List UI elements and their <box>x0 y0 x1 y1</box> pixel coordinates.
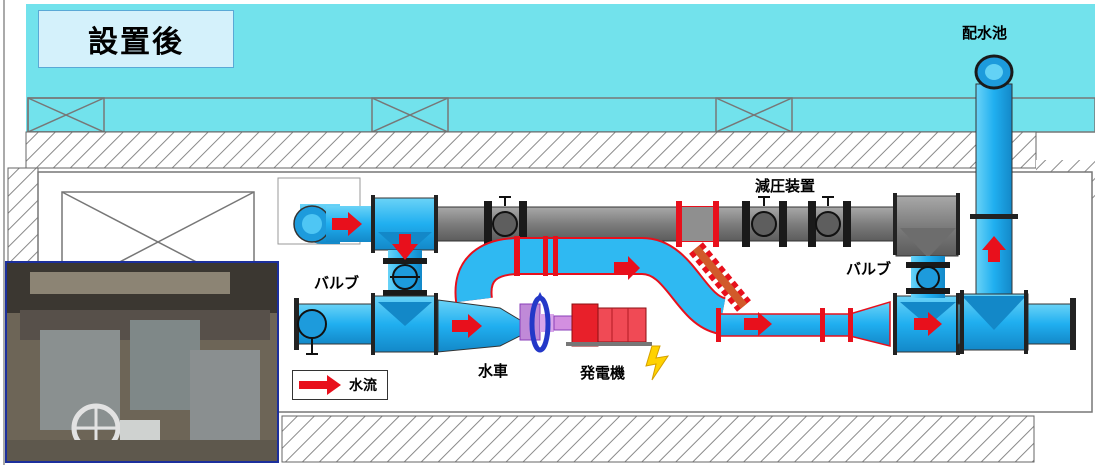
left-wall <box>7 167 39 269</box>
turbine <box>519 292 575 353</box>
left-valve <box>383 258 427 296</box>
inlet-elbow <box>293 204 374 244</box>
page-title: 設置後 <box>38 10 234 68</box>
reservoir-riser <box>959 54 1029 354</box>
gray-valve-1 <box>484 196 527 247</box>
lower-inlet-valve <box>297 309 327 355</box>
right-tee-gray <box>893 193 960 258</box>
flow-arrow <box>614 256 640 280</box>
flow-arrow <box>332 212 362 236</box>
generator-label: 発電機 <box>580 364 626 382</box>
reservoir-label: 配水池 <box>962 24 1008 42</box>
flow-legend: 水流 <box>292 370 388 400</box>
pressure-reducer-label: 減圧装置 <box>755 177 816 195</box>
valve-room-photo <box>7 263 277 461</box>
turbine-loop-pipe <box>454 236 728 335</box>
lightning-icon <box>645 345 670 381</box>
generator <box>566 303 652 347</box>
flow-arrow <box>452 314 482 338</box>
photo-frame <box>5 261 279 463</box>
valve-left-label: バルブ <box>314 274 360 292</box>
diagonal-connector <box>689 242 751 312</box>
flow-arrow <box>392 234 418 260</box>
upper-slab <box>25 131 1037 169</box>
valve-right-label: バルブ <box>846 260 892 278</box>
flow-arrow <box>982 236 1006 262</box>
water-wheel-label: 水車 <box>478 362 509 380</box>
flow-arrow <box>744 312 772 336</box>
pressure-reducer-valves <box>742 196 851 247</box>
legend-label: 水流 <box>349 378 377 394</box>
flow-arrows <box>332 212 1006 338</box>
flow-arrow-icon <box>299 375 341 395</box>
right-riser-valve <box>906 256 950 298</box>
lower-slab <box>281 415 1035 463</box>
flow-arrow <box>914 312 942 336</box>
